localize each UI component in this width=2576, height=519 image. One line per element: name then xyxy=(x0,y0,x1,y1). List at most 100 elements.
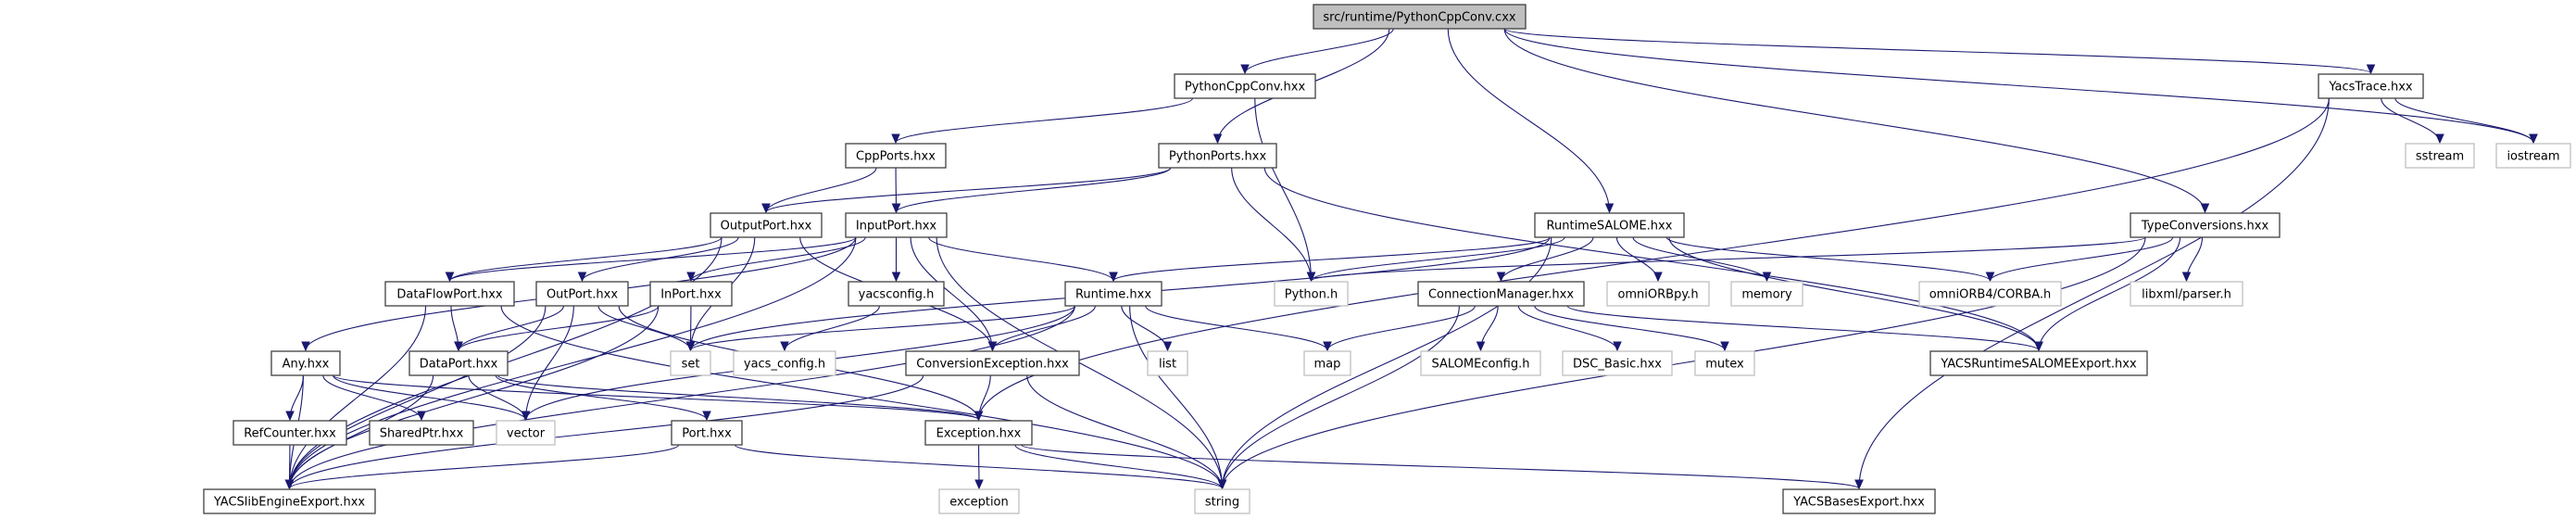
node-set: set xyxy=(670,350,711,376)
arrowhead-icon xyxy=(2181,272,2192,283)
node-convexc[interactable]: ConversionException.hxx xyxy=(905,350,1080,376)
edge-inputport-to-libengineexport xyxy=(288,236,857,489)
node-box xyxy=(408,350,509,376)
arrowhead-icon xyxy=(2200,203,2210,214)
node-sharedptr[interactable]: SharedPtr.hxx xyxy=(369,420,474,446)
edge-pythonports-to-outputport xyxy=(765,167,1172,213)
node-label: TypeConversions.hxx xyxy=(2141,220,2269,234)
node-outputport[interactable]: OutputPort.hxx xyxy=(710,212,823,238)
arrowhead-icon xyxy=(891,272,901,283)
node-memory: memory xyxy=(1730,281,1803,307)
node-label: vector xyxy=(507,427,546,441)
node-outport[interactable]: OutPort.hxx xyxy=(535,281,629,307)
node-label: YACSlibEngineExport.hxx xyxy=(213,496,366,510)
node-runtime[interactable]: Runtime.hxx xyxy=(1064,281,1162,307)
node-connmgr[interactable]: ConnectionManager.hxx xyxy=(1417,281,1585,307)
node-label: yacsconfig.h xyxy=(859,288,935,302)
edge-typeconversions-to-rtsalomeexport xyxy=(2038,236,2181,351)
edge-connmgr-to-rtsalomeexport xyxy=(1566,305,2040,351)
node-label: DSC_Basic.hxx xyxy=(1573,358,1662,372)
node-pythonports[interactable]: PythonPorts.hxx xyxy=(1158,143,1277,169)
node-label: iostream xyxy=(2507,150,2559,164)
node-pycppconv-hxx[interactable]: PythonCppConv.hxx xyxy=(1174,73,1316,99)
node-rtsalomeexport[interactable]: YACSRuntimeSALOMEExport.hxx xyxy=(1929,350,2148,376)
node-box xyxy=(670,350,711,376)
arrowhead-icon xyxy=(285,411,295,422)
node-box xyxy=(203,488,376,514)
node-dataport[interactable]: DataPort.hxx xyxy=(408,350,509,376)
edge-dataport-to-exception_hxx xyxy=(496,374,980,421)
node-box xyxy=(1929,350,2148,376)
edge-inputport-to-dataflowport xyxy=(448,236,857,282)
node-runtimesalome[interactable]: RuntimeSALOME.hxx xyxy=(1534,212,1685,238)
node-box xyxy=(845,212,948,238)
edge-inputport-to-runtime xyxy=(928,236,1114,282)
edge-outport-to-vector xyxy=(524,305,574,421)
node-box xyxy=(535,281,629,307)
node-label: SharedPtr.hxx xyxy=(380,427,464,441)
node-cppports[interactable]: CppPorts.hxx xyxy=(845,143,947,169)
node-box xyxy=(1782,488,1936,514)
node-label: mutex xyxy=(1705,358,1744,372)
node-refcounter[interactable]: RefCounter.hxx xyxy=(232,420,347,446)
node-port[interactable]: Port.hxx xyxy=(671,420,743,446)
node-exception-hxx[interactable]: Exception.hxx xyxy=(924,420,1033,446)
arrowhead-icon xyxy=(780,341,789,352)
node-inputport[interactable]: InputPort.hxx xyxy=(845,212,948,238)
node-label: string xyxy=(1205,496,1239,510)
arrowhead-icon xyxy=(702,411,711,422)
edge-outport-to-dataport xyxy=(458,305,565,351)
node-box xyxy=(1313,4,1527,30)
node-label: src/runtime/PythonCppConv.cxx xyxy=(1323,11,1516,25)
edge-exception_hxx-to-string xyxy=(1014,444,1224,489)
node-basesexport[interactable]: YACSBasesExport.hxx xyxy=(1782,488,1936,514)
edge-dataflowport-to-libengineexport xyxy=(288,305,427,489)
arrowhead-icon xyxy=(417,411,426,422)
edge-root-to-iostream xyxy=(1503,28,2534,144)
node-box xyxy=(1534,212,1685,238)
node-box xyxy=(1694,350,1755,376)
node-label: yacs_config.h xyxy=(744,358,825,372)
node-any[interactable]: Any.hxx xyxy=(270,350,341,376)
arrowhead-icon xyxy=(1306,272,1316,283)
edge-cppports-to-outputport xyxy=(765,167,877,213)
node-typeconversions[interactable]: TypeConversions.hxx xyxy=(2130,212,2281,238)
arrowhead-icon xyxy=(284,479,295,490)
edge-inputport-to-inport xyxy=(690,236,866,282)
node-box xyxy=(845,143,947,169)
node-label: omniORBpy.h xyxy=(1617,288,1698,302)
node-box xyxy=(1174,73,1316,99)
node-box xyxy=(232,420,347,446)
node-list: list xyxy=(1147,350,1188,376)
arrowhead-icon xyxy=(1213,133,1223,145)
node-label: memory xyxy=(1741,288,1792,302)
node-mutex: mutex xyxy=(1694,350,1755,376)
node-box xyxy=(496,420,556,446)
node-label: Python.h xyxy=(1285,288,1338,302)
node-box xyxy=(733,350,836,376)
node-yacstrace[interactable]: YacsTrace.hxx xyxy=(2318,73,2424,99)
node-libengineexport[interactable]: YACSlibEngineExport.hxx xyxy=(203,488,376,514)
node-label: exception xyxy=(949,496,1009,510)
arrowhead-icon xyxy=(1323,341,1332,352)
node-exception: exception xyxy=(938,488,1020,514)
edge-runtimesalome-to-runtime xyxy=(1112,236,1551,282)
node-dataflowport[interactable]: DataFlowPort.hxx xyxy=(384,281,515,307)
edge-any-to-exception_hxx xyxy=(333,374,980,421)
node-yacsconfig[interactable]: yacsconfig.h xyxy=(848,281,945,307)
edge-pythonports-to-inputport xyxy=(895,167,1172,213)
edge-pycppconv_hxx-to-cppports xyxy=(895,97,1193,144)
node-inport[interactable]: InPort.hxx xyxy=(649,281,733,307)
node-root[interactable]: src/runtime/PythonCppConv.cxx xyxy=(1313,4,1527,30)
edge-yacstrace-to-basesexport xyxy=(1858,97,2330,489)
node-box xyxy=(2405,143,2475,169)
node-corba: omniORB4/CORBA.h xyxy=(1918,281,2062,307)
edge-typeconversions-to-string xyxy=(1221,236,2146,489)
node-iostream: iostream xyxy=(2495,143,2571,169)
node-box xyxy=(1303,350,1351,376)
node-label: Exception.hxx xyxy=(936,427,1022,441)
edge-any-to-vector xyxy=(333,374,527,421)
edge-inport-to-dataport xyxy=(458,305,660,351)
node-label: YACSRuntimeSALOMEExport.hxx xyxy=(1940,358,2137,372)
edge-inputport-to-convexc xyxy=(910,236,994,351)
